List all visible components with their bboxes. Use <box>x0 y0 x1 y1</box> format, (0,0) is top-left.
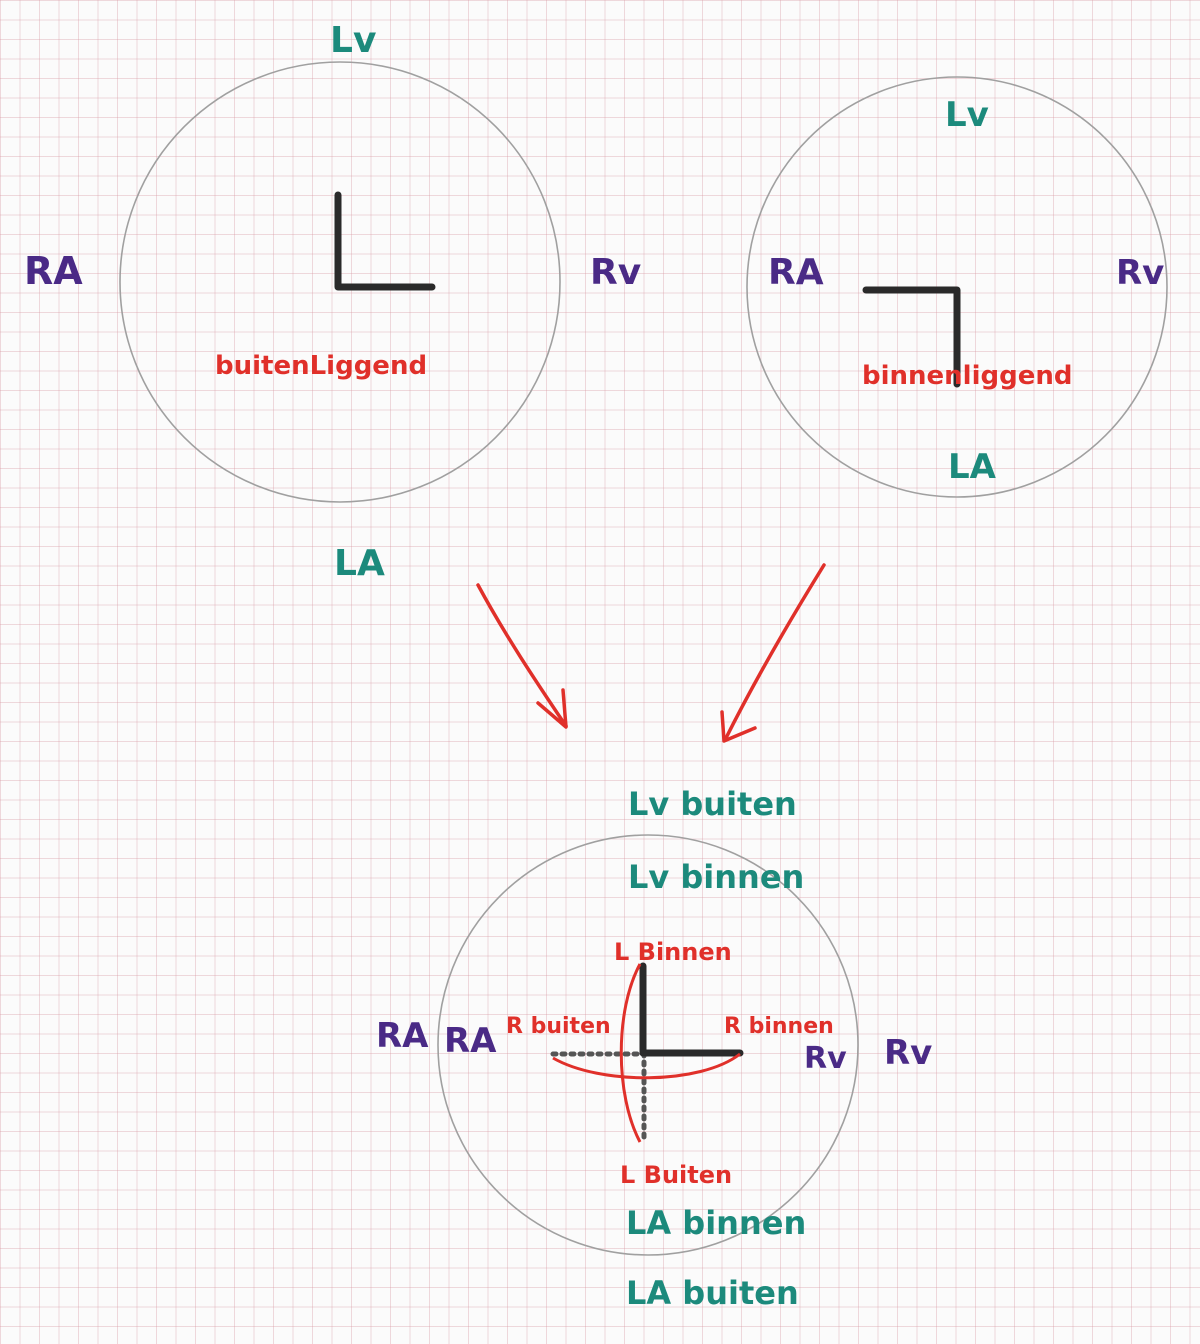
left-bottom-label: LA <box>334 543 385 584</box>
l-buiten-label: L Buiten <box>620 1161 732 1189</box>
r-binnen-label: R binnen <box>724 1014 834 1039</box>
vertical-rotation-arc <box>619 963 642 1143</box>
merge-arrows <box>476 563 826 743</box>
right-bottom-label: LA <box>948 447 997 487</box>
rv-outer-label: Rv <box>884 1033 932 1073</box>
left-diagram: Lv LA RA Rv buitenLiggend <box>24 20 641 584</box>
left-l-shape <box>334 191 436 291</box>
right-left-label: RA <box>768 252 824 293</box>
combined-diagram: Lv buiten Lv binnen L Binnen R buiten R … <box>376 785 932 1312</box>
horizontal-rotation-arc <box>552 1052 741 1080</box>
ra-inner-label: RA <box>444 1021 497 1061</box>
combined-circle <box>437 834 859 1256</box>
right-circle <box>746 76 1168 498</box>
r-buiten-label: R buiten <box>506 1014 611 1039</box>
right-l-shape <box>862 286 961 388</box>
rv-inner-label: Rv <box>804 1041 847 1076</box>
right-diagram: Lv LA RA Rv binnenliggend <box>746 76 1168 498</box>
la-buiten-label: LA buiten <box>626 1274 799 1312</box>
ra-outer-label: RA <box>376 1016 429 1056</box>
lv-binnen-label: Lv binnen <box>628 858 804 896</box>
right-arrow <box>723 563 826 742</box>
left-circle <box>119 61 561 503</box>
right-right-label: Rv <box>1116 253 1164 293</box>
right-arrow-head <box>720 710 757 743</box>
l-binnen-label: L Binnen <box>614 938 732 966</box>
combined-dotted-l <box>550 1051 647 1145</box>
left-arrow-head <box>536 688 568 729</box>
left-top-label: Lv <box>330 20 376 61</box>
right-top-label: Lv <box>945 95 989 135</box>
left-right-label: Rv <box>590 252 641 293</box>
left-arrow <box>476 583 568 728</box>
left-caption: buitenLiggend <box>215 351 427 381</box>
right-caption: binnenliggend <box>862 361 1073 391</box>
lv-buiten-label: Lv buiten <box>628 785 797 823</box>
la-binnen-label: LA binnen <box>626 1204 806 1242</box>
combined-solid-l <box>639 962 744 1057</box>
left-left-label: RA <box>24 249 83 293</box>
